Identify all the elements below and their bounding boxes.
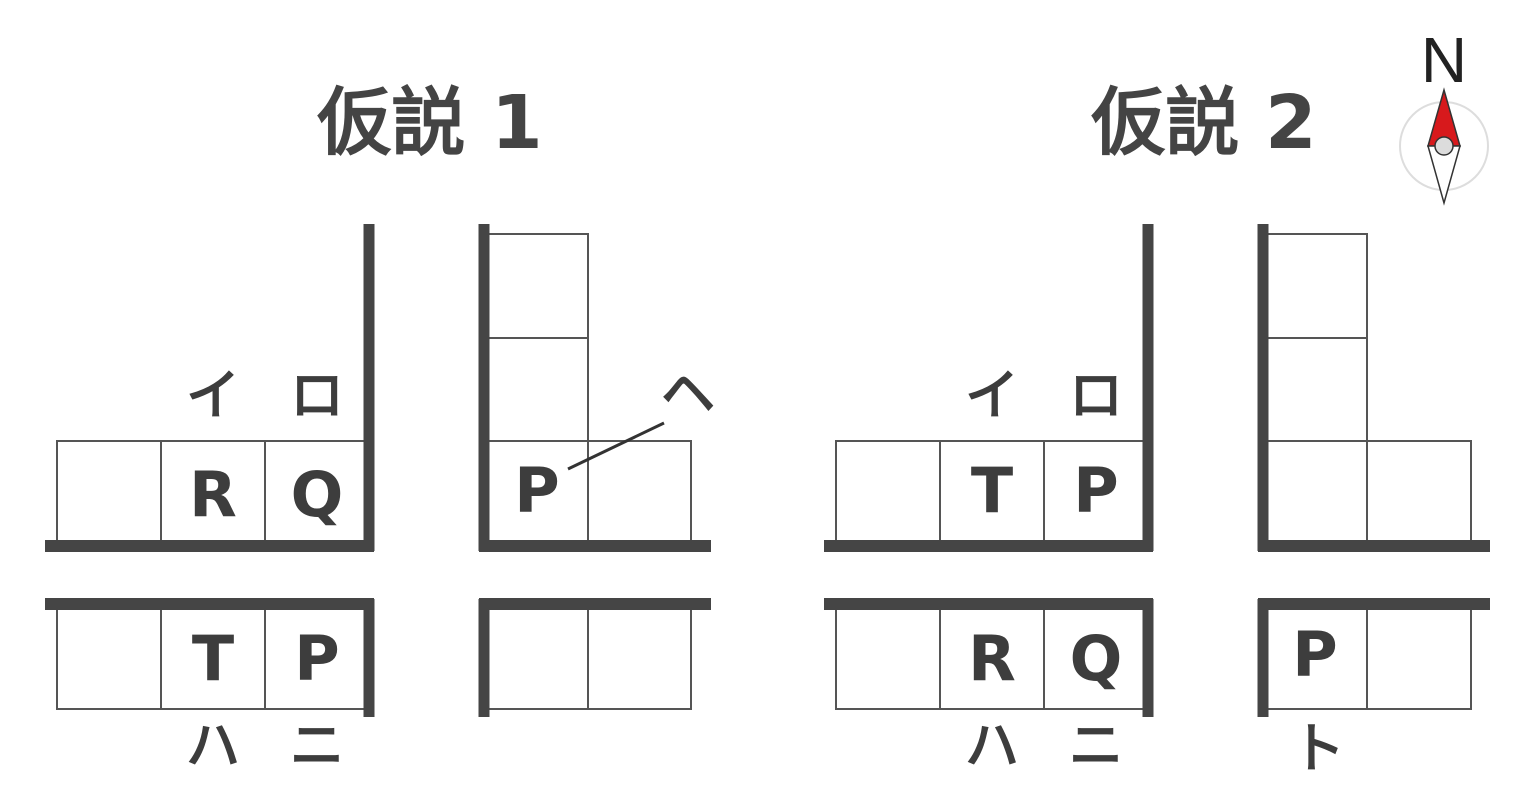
h1-cell-empty [56, 604, 162, 710]
hypothesis-1-title: 仮説 1 [316, 80, 542, 166]
h1-kana-ro: ロ [290, 364, 344, 427]
h1-cell-empty [486, 604, 589, 710]
h1-cell-q [264, 440, 370, 542]
h1-label-r: R [189, 458, 237, 531]
h1-label-p: P [514, 454, 559, 527]
h2-cell-empty [1265, 440, 1368, 542]
compass: N [1399, 24, 1489, 206]
h1-block-bottom-right [478, 598, 711, 717]
compass-north-label: N [1421, 24, 1467, 96]
h2-label-r: R [968, 622, 1016, 695]
h2-block-bottom-left: R Q ハ ニ [824, 598, 1154, 777]
h1-block-bottom-left: T P ハ ニ [45, 598, 375, 777]
h1-kana-ha: ハ [186, 714, 240, 777]
h1-label-q: Q [291, 458, 344, 531]
h2-kana-ro: ロ [1069, 364, 1123, 427]
h1-kana-he: ヘ [661, 362, 715, 425]
h1-leader-line [567, 421, 665, 471]
h1-label-t: T [192, 622, 234, 695]
h1-kana-ni: ニ [290, 714, 344, 777]
h2-cell-p [1043, 440, 1149, 542]
h1-cell-empty [486, 337, 589, 442]
h2-label-t: T [971, 454, 1013, 527]
h2-cell-empty [1265, 337, 1368, 442]
h1-cell-empty [486, 233, 589, 339]
h1-cell-p [264, 604, 370, 710]
h2-cell-empty [835, 440, 941, 542]
h2-kana-ha: ハ [965, 714, 1019, 777]
hypothesis-2: 仮説 2 T P イ ロ R Q ハ ニ [824, 80, 1490, 780]
h2-label-q: Q [1070, 622, 1123, 695]
h2-label-p: P [1292, 618, 1337, 691]
h2-kana-to: ト [1291, 717, 1345, 780]
compass-pivot [1434, 136, 1454, 156]
h2-kana-i: イ [965, 364, 1019, 427]
h1-cell-empty [587, 604, 692, 710]
h2-cell-empty [1265, 233, 1368, 339]
h1-cell-empty [56, 440, 162, 542]
hypothesis-2-title: 仮説 2 [1090, 80, 1316, 166]
h2-block-top-right [1257, 224, 1490, 552]
h1-cell-empty [587, 440, 692, 542]
h2-block-top-left: T P イ ロ [824, 224, 1154, 552]
h1-block-top-right: P ヘ [478, 224, 715, 552]
h2-cell-q [1043, 604, 1149, 710]
h1-cell-r [160, 440, 266, 542]
h2-cell-empty [1366, 604, 1472, 710]
h2-kana-ni: ニ [1069, 714, 1123, 777]
h1-block-top-left: R Q イ ロ [45, 224, 375, 552]
h1-kana-i: イ [186, 364, 240, 427]
h2-label-p: P [1073, 454, 1118, 527]
h2-cell-empty [835, 604, 941, 710]
h1-cell-t [160, 604, 266, 710]
h1-label-p: P [294, 622, 339, 695]
h2-cell-empty [1366, 440, 1472, 542]
h2-cell-t [939, 440, 1045, 542]
hypothesis-1: 仮説 1 R Q イ ロ T P ハ ニ [45, 80, 715, 777]
h2-block-bottom-right: P ト [1257, 598, 1490, 780]
